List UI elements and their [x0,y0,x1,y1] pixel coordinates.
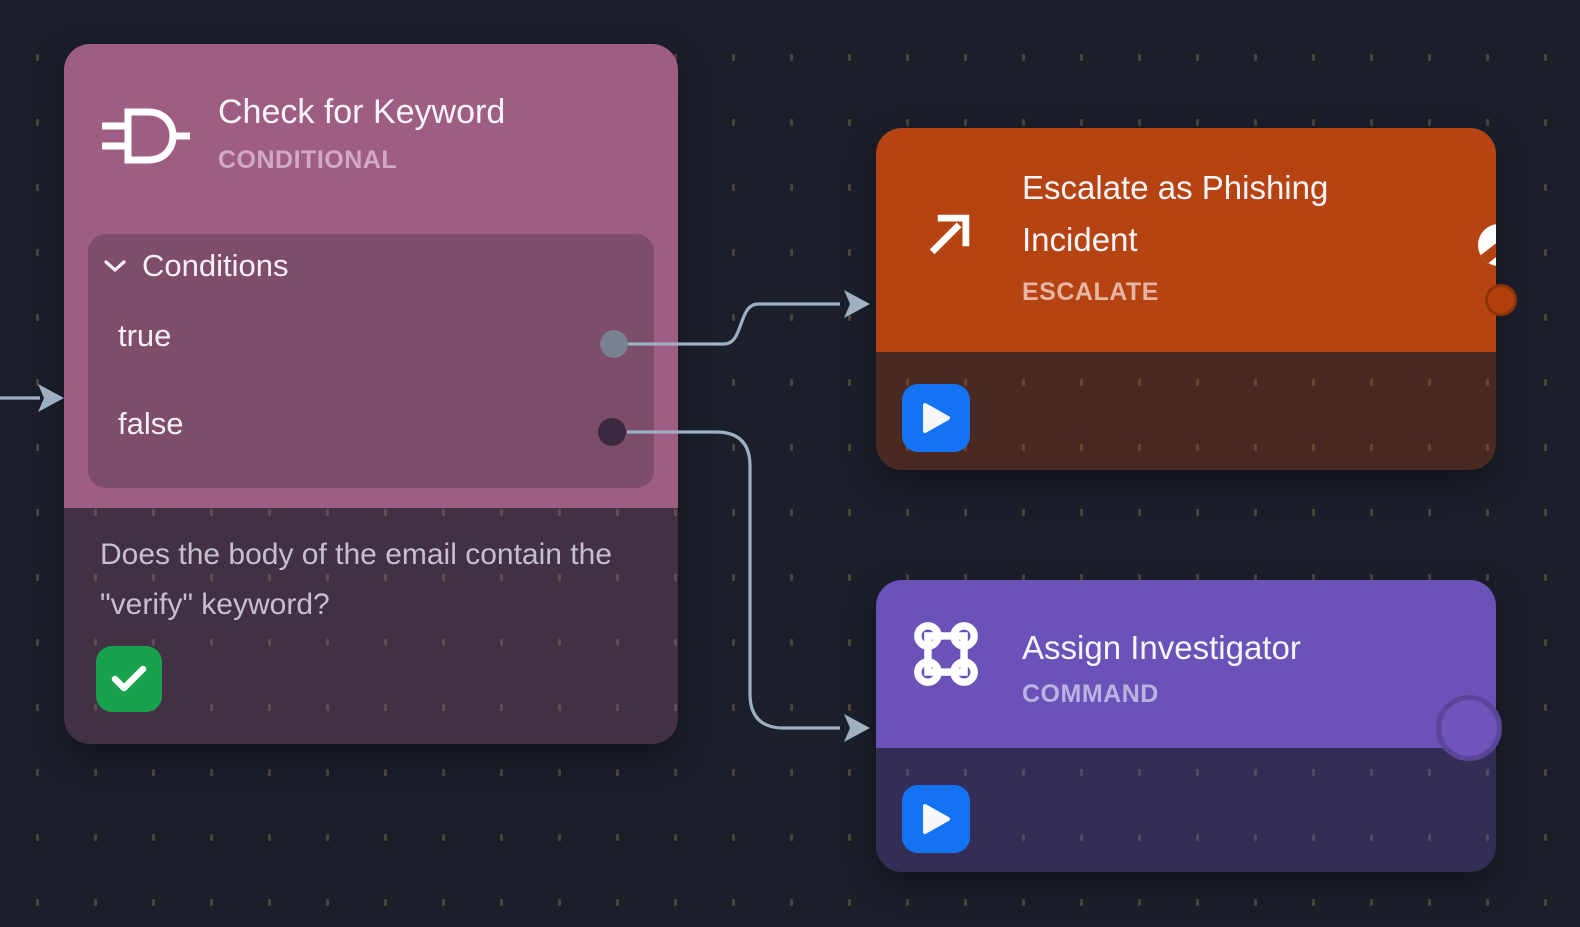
check-icon [111,665,147,692]
node-type-label: COMMAND [1022,680,1159,708]
play-icon [923,804,950,834]
node-title: Escalate as Phishing Incident [1022,169,1329,258]
output-port-false[interactable] [598,418,626,446]
output-true-label: true [118,318,172,353]
conditional-footer: Does the body of the email contain the "… [64,508,678,744]
node-check-for-keyword[interactable]: Check for Keyword CONDITIONAL Conditions… [64,44,678,744]
status-success-badge [96,646,162,712]
node-title: Assign Investigator [1022,629,1301,666]
arrow-up-right-icon [929,214,970,255]
run-node-button[interactable] [902,384,970,452]
node-title: Check for Keyword [218,93,506,131]
node-type-label: CONDITIONAL [218,146,398,174]
conditions-panel: Conditions true false [88,234,654,488]
node-assign-investigator[interactable]: Assign Investigator COMMAND [876,580,1502,872]
play-icon [923,403,950,433]
command-node-header [876,580,1496,748]
run-node-button[interactable] [902,785,970,853]
escalate-header-clip [876,128,1496,352]
conditional-node-body [64,508,678,744]
command-icon [914,622,978,686]
chevron-down-icon [102,253,128,279]
escalate-node-body [876,352,1496,470]
conditions-section-toggle[interactable]: Conditions [102,248,288,284]
node-type-label: ESCALATE [1022,278,1159,306]
conditions-section-label: Conditions [142,248,289,283]
command-node-body [876,748,1496,872]
command-output-port[interactable] [1436,695,1502,761]
output-port-true[interactable] [600,330,628,358]
escalate-output-port[interactable] [1485,284,1517,316]
condition-description: Does the body of the email contain the "… [100,538,612,621]
node-escalate-as-phishing-incident[interactable]: Escalate as Phishing Incident ESCALATE [876,128,1517,470]
output-false-label: false [118,406,184,441]
logic-gate-icon [102,108,190,164]
escalate-node-header [876,128,1496,352]
target-icon [1478,224,1496,266]
